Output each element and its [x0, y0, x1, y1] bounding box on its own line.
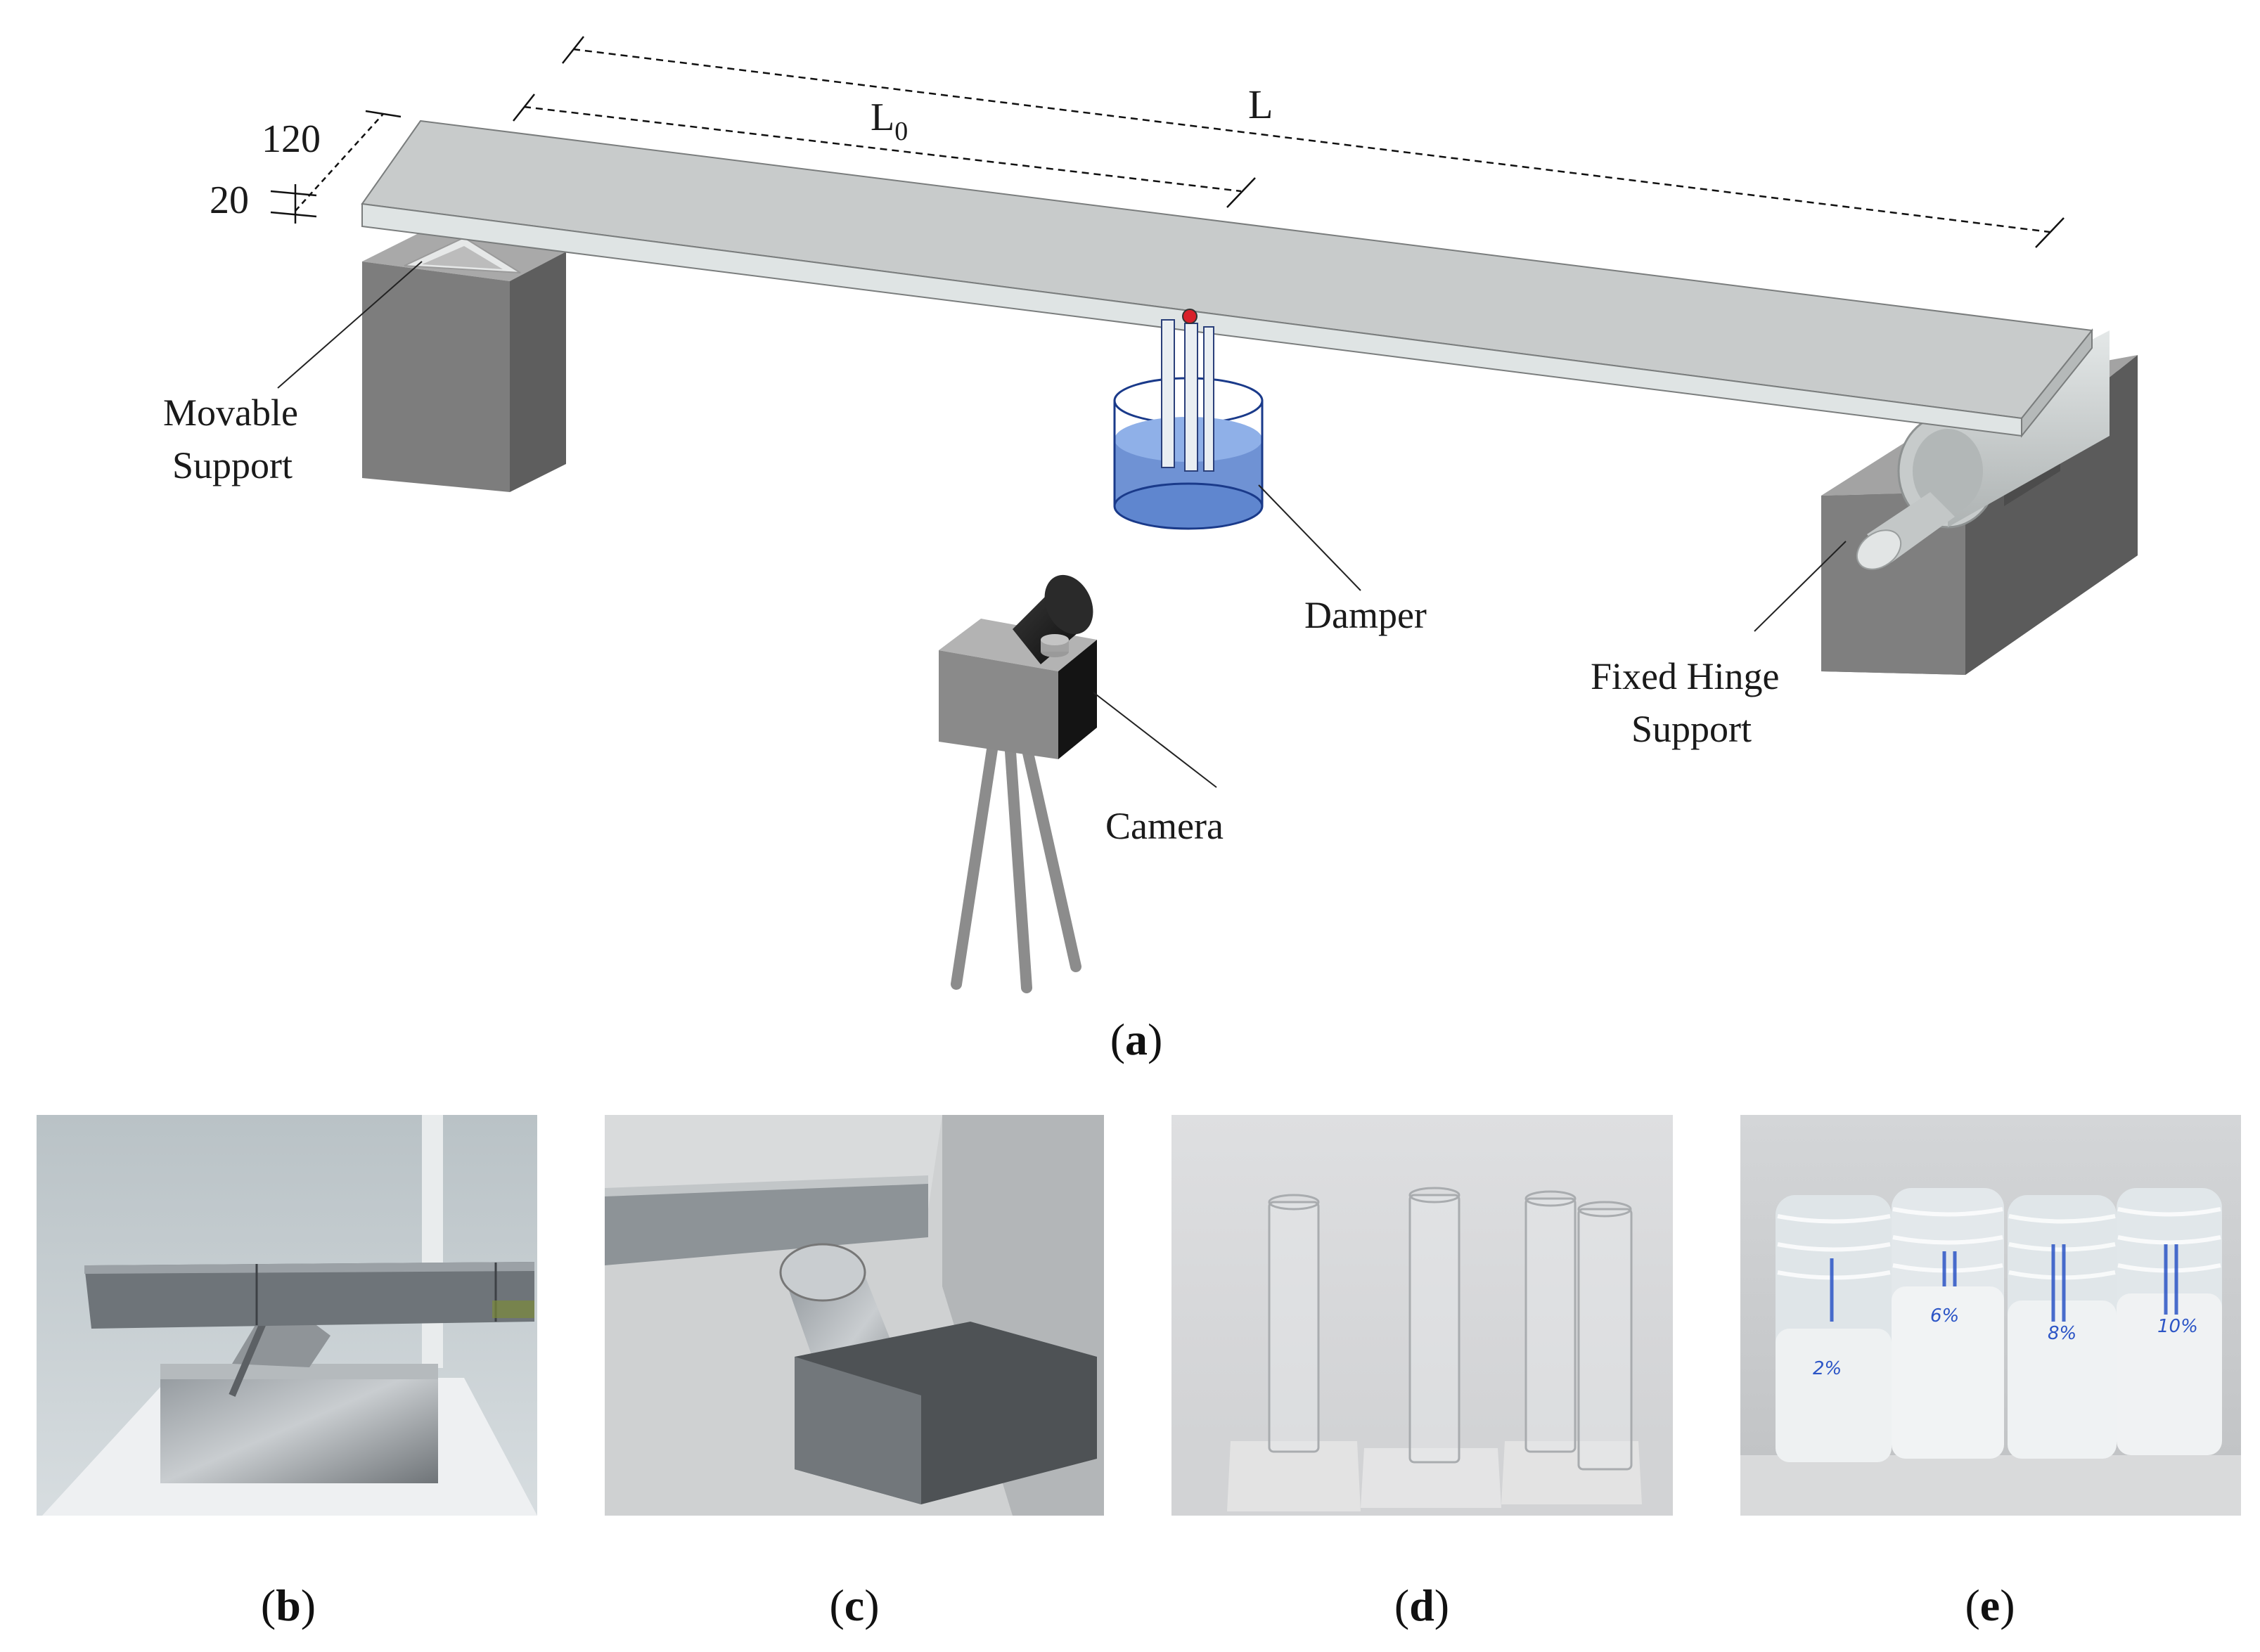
caption-c: (c) [829, 1580, 879, 1630]
damper-position-label: L0 [871, 96, 908, 146]
leader-lines [277, 261, 1847, 788]
caption-e: (e) [1965, 1580, 2015, 1630]
photo-fixed-hinge [605, 1115, 1104, 1516]
caption-a: (a) [1110, 1014, 1163, 1064]
damper [1113, 309, 1264, 530]
beam [361, 120, 2093, 438]
span-label: L [1248, 82, 1273, 127]
photo-movable-support [37, 1115, 537, 1516]
movable-support-label-line2: Support [172, 444, 293, 486]
dimension-lines [270, 36, 2065, 248]
connection-marker [1182, 309, 1198, 324]
bottle-label-1: 2% [1813, 1358, 1842, 1379]
caption-d: (d) [1394, 1580, 1449, 1630]
camera [939, 574, 1097, 993]
bottle-label-3: 8% [2048, 1323, 2076, 1344]
photo-fluid-bottles: 2% 6% 8% 10% [1740, 1115, 2241, 1516]
camera-label: Camera [1105, 805, 1224, 847]
photo-damper-tubes [1171, 1115, 1673, 1516]
fixed-hinge-label-line2: Support [1631, 708, 1752, 750]
bottle-label-4: 10% [2157, 1316, 2198, 1337]
bottle-label-2: 6% [1930, 1305, 1959, 1327]
fixed-hinge-label-line1: Fixed Hinge [1591, 655, 1779, 697]
thickness-label: 20 [210, 179, 249, 222]
movable-support-block [362, 233, 566, 492]
movable-support-label-line1: Movable [163, 392, 298, 434]
caption-b: (b) [261, 1580, 316, 1630]
width-label: 120 [262, 117, 321, 161]
damper-label: Damper [1304, 594, 1427, 636]
